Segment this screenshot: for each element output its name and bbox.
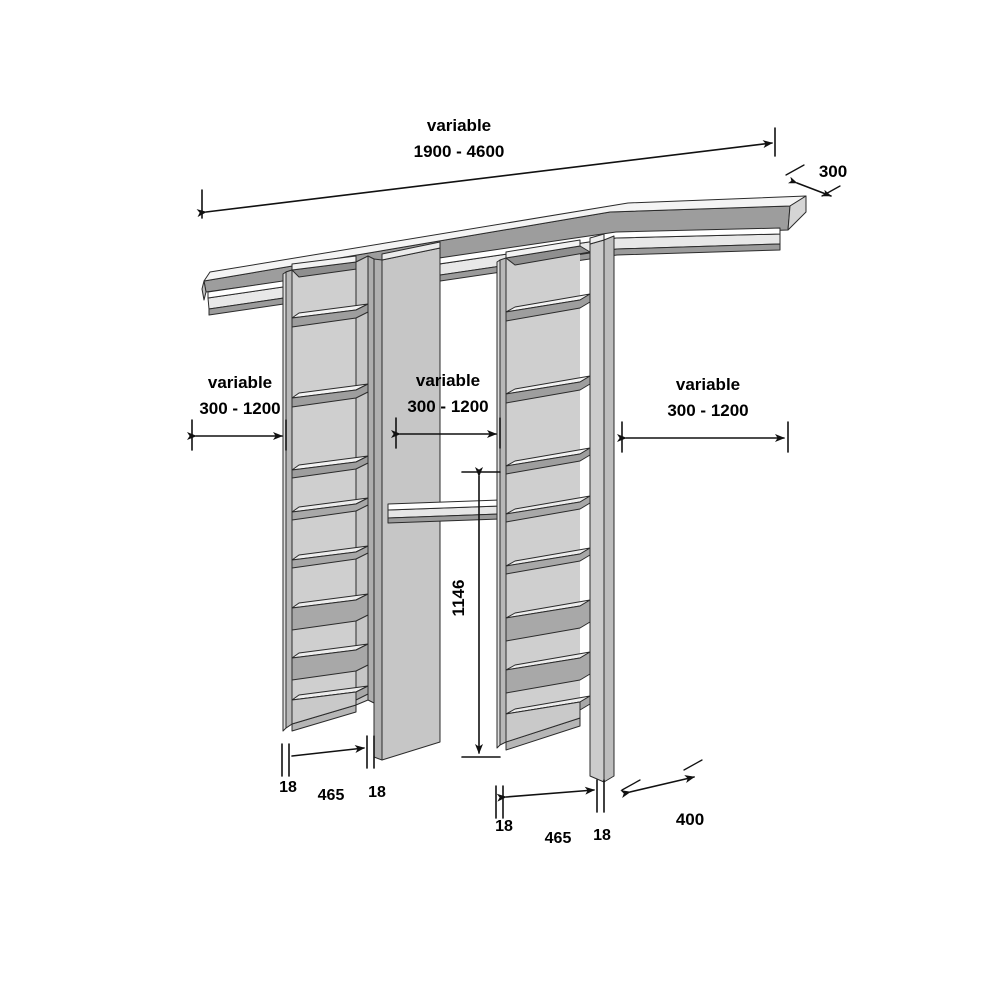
label-left-thickness-b: 18	[368, 784, 386, 801]
label-top-shelf-depth: 300	[819, 162, 847, 181]
label-hanging-height: 1146	[449, 580, 468, 617]
label-bay-right-line1: variable	[676, 375, 740, 394]
label-bay-middle-line1: variable	[416, 371, 480, 390]
top-hanging-rail	[207, 227, 781, 316]
dimension-labels: variable 1900 - 4600 300 variable 300 - …	[199, 116, 847, 847]
cabinet-geometry	[201, 195, 807, 783]
middle-module	[373, 241, 501, 761]
dimension-lines	[187, 127, 841, 819]
label-right-thickness-b: 18	[593, 827, 611, 844]
label-overall-width-line1: variable	[427, 116, 491, 135]
label-right-module-width: 465	[545, 830, 572, 847]
label-bay-left-line2: 300 - 1200	[199, 399, 280, 418]
label-right-thickness-a: 18	[495, 818, 513, 835]
dimline-module-right-465	[496, 786, 595, 802]
right-module	[496, 233, 615, 783]
dimline-cabinet-depth	[620, 775, 695, 798]
left-module	[282, 255, 375, 732]
label-bay-right-line2: 300 - 1200	[667, 401, 748, 420]
dimline-overall-width	[196, 140, 773, 218]
label-cabinet-depth: 400	[676, 810, 704, 829]
ext-depth400-b	[683, 759, 703, 771]
label-left-thickness-a: 18	[279, 779, 297, 796]
ext-depth400-a	[621, 779, 641, 791]
label-overall-width-line2: 1900 - 4600	[414, 142, 505, 161]
dimline-top-depth	[787, 176, 832, 197]
label-bay-middle-line2: 300 - 1200	[407, 397, 488, 416]
label-left-module-width: 465	[318, 787, 345, 804]
dimline-module-left-465	[291, 745, 365, 757]
label-bay-left-line1: variable	[208, 373, 272, 392]
ext-depth300-a	[785, 164, 805, 176]
ext-depth300-b	[821, 185, 841, 197]
